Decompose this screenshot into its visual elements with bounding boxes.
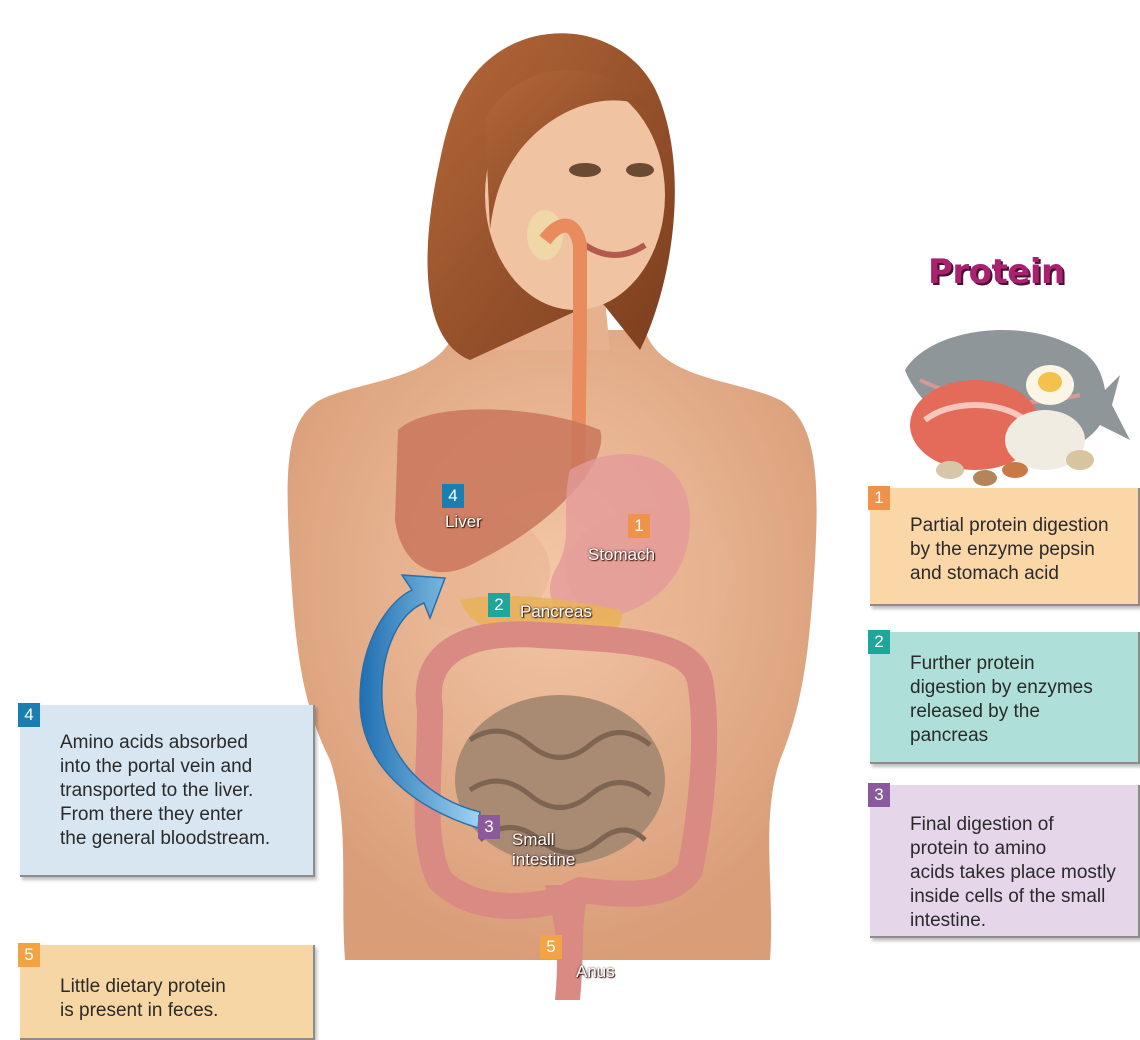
liver-label: Liver xyxy=(445,512,482,532)
food-illustration xyxy=(905,330,1130,486)
step-text: Little dietary protein is present in fec… xyxy=(60,975,226,1023)
callout-small-intestine: 3 Final digestion of protein to amino ac… xyxy=(870,785,1140,938)
step-number: 2 xyxy=(868,630,890,654)
step-number: 3 xyxy=(868,783,890,807)
page-title: Protein xyxy=(928,252,1065,292)
callout-anus: 5 Little dietary protein is present in f… xyxy=(20,945,315,1040)
step-text: Further protein digestion by enzymes rel… xyxy=(910,652,1093,748)
step-number: 1 xyxy=(868,486,890,510)
small-intestine-number: 3 xyxy=(478,815,500,839)
step-number: 5 xyxy=(18,943,40,967)
pancreas-label: Pancreas xyxy=(520,602,592,622)
stomach-label: Stomach xyxy=(588,545,655,565)
callout-liver: 4 Amino acids absorbed into the portal v… xyxy=(20,705,315,877)
anus-number: 5 xyxy=(540,935,562,959)
stomach-number: 1 xyxy=(628,514,650,538)
pancreas-number: 2 xyxy=(488,593,510,617)
step-text: Partial protein digestion by the enzyme … xyxy=(910,514,1109,586)
liver-number: 4 xyxy=(442,484,464,508)
anus-label: Anus xyxy=(576,962,615,982)
callout-stomach: 1 Partial protein digestion by the enzym… xyxy=(870,488,1140,606)
head xyxy=(428,33,675,360)
step-number: 4 xyxy=(18,703,40,727)
callout-pancreas: 2 Further protein digestion by enzymes r… xyxy=(870,632,1140,764)
step-text: Amino acids absorbed into the portal vei… xyxy=(60,731,270,851)
small-intestine-label: Small intestine xyxy=(512,830,575,870)
step-text: Final digestion of protein to amino acid… xyxy=(910,813,1116,933)
